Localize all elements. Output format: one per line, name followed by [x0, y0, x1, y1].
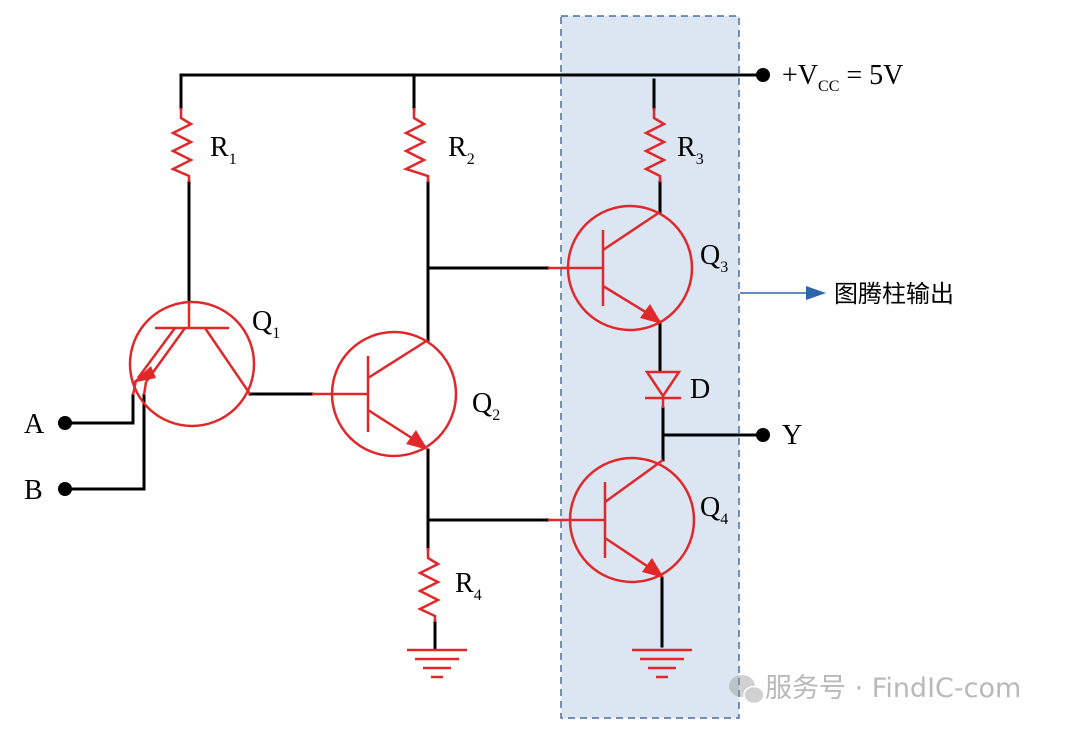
- input-b-label: B: [24, 475, 43, 506]
- transistor-q4: [548, 456, 696, 584]
- output-y-label: Y: [782, 420, 802, 451]
- q4-label: Q4: [700, 492, 728, 528]
- resistor-r2: [402, 108, 430, 182]
- q2-label: Q2: [472, 388, 500, 424]
- resistor-r4: [417, 548, 441, 622]
- diode-label: D: [690, 374, 710, 405]
- q3-label: Q3: [700, 240, 728, 276]
- wires: [63, 73, 764, 650]
- input-a-terminal: [58, 416, 72, 430]
- output-terminal: [756, 428, 770, 442]
- r4-label: R4: [455, 568, 482, 604]
- r2-label: R2: [448, 132, 475, 168]
- q1-label: Q1: [252, 306, 280, 342]
- annotation-arrow-head: [806, 286, 826, 300]
- resistor-r3: [643, 108, 667, 182]
- watermark: 服务号 · FindIC-com: [765, 673, 1021, 704]
- supply-label: +VCC = 5V: [782, 60, 903, 95]
- input-a-label: A: [24, 409, 45, 440]
- r1-label: R1: [210, 132, 237, 168]
- ground-symbol-r4: [405, 648, 469, 679]
- transistor-q2: [312, 330, 458, 458]
- annotation-label: 图腾柱输出: [834, 280, 954, 308]
- transistor-q3: [548, 204, 694, 332]
- vcc-terminal: [756, 68, 770, 82]
- resistor-r1: [170, 108, 194, 182]
- input-b-terminal: [58, 482, 72, 496]
- diode-d: [644, 370, 682, 408]
- r3-label: R3: [677, 132, 704, 168]
- totem-pole-region: [560, 15, 740, 719]
- transistor-q1: [128, 300, 256, 428]
- wechat-icon: [729, 675, 765, 705]
